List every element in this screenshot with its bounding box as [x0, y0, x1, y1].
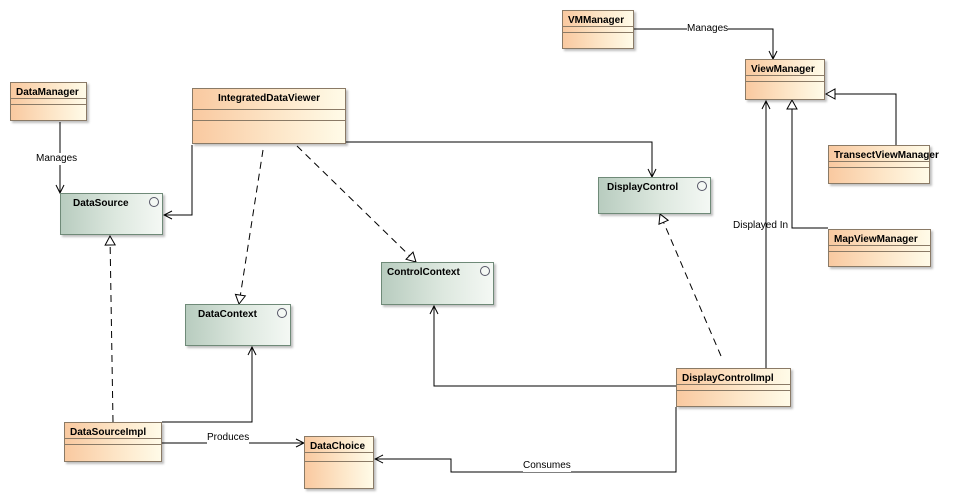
class-transectviewmanager[interactable]: TransectViewManager — [828, 145, 939, 184]
interface-icon — [480, 266, 490, 276]
class-name: IntegratedDataViewer — [217, 93, 321, 104]
interface-name: DataSource — [73, 198, 129, 209]
interface-name: DisplayControl — [607, 182, 679, 193]
class-name: MapViewManager — [834, 234, 918, 245]
attribute-compartment — [746, 75, 824, 81]
operation-compartment — [829, 167, 929, 173]
class-name: ViewManager — [751, 64, 815, 75]
interface-datacontext[interactable]: DataContext — [185, 304, 291, 346]
operation-compartment — [305, 461, 373, 467]
class-displaycontrolimpl[interactable]: DisplayControlImpl — [676, 368, 791, 407]
attribute-compartment — [829, 161, 929, 167]
class-vmmanager[interactable]: VMManager — [562, 10, 634, 49]
class-integrateddataviewer[interactable]: IntegratedDataViewer — [192, 88, 346, 144]
class-datachoice[interactable]: DataChoice — [304, 436, 374, 489]
attribute-compartment — [305, 452, 373, 461]
operation-compartment — [746, 81, 824, 87]
edge-dsimpl-datacontext — [162, 347, 252, 423]
edge-displayimpl-displaycontrol — [658, 213, 722, 357]
interface-icon — [277, 308, 287, 318]
operation-compartment — [677, 390, 790, 396]
class-mapviewmanager[interactable]: MapViewManager — [828, 229, 931, 267]
edge-displayimpl-datachoice — [375, 407, 677, 473]
class-datasourceimpl[interactable]: DataSourceImpl — [64, 422, 162, 462]
label-dm-manages: Manages — [36, 153, 78, 165]
class-name: DisplayControlImpl — [682, 373, 774, 384]
attribute-compartment — [11, 98, 86, 104]
edge-dsimpl-datasource — [104, 234, 117, 423]
class-name: DataManager — [16, 87, 79, 98]
label-consumes: Consumes — [523, 460, 571, 472]
operation-compartment — [829, 251, 930, 257]
edge-idv-controlcontext — [296, 145, 417, 263]
label-displayed-in: Displayed In — [733, 220, 789, 231]
interface-name: ControlContext — [387, 267, 460, 278]
edge-displayimpl-controlcontext — [434, 306, 676, 387]
attribute-compartment — [563, 26, 633, 32]
edge-idv-datasource — [164, 145, 193, 215]
label-vm-manages: Manages — [687, 23, 729, 35]
class-viewmanager[interactable]: ViewManager — [745, 59, 825, 100]
interface-displaycontrol[interactable]: DisplayControl — [598, 177, 711, 214]
class-name: TransectViewManager — [834, 150, 939, 161]
operation-compartment — [65, 444, 161, 450]
interface-icon — [149, 197, 159, 207]
edge-transect-viewmanager — [824, 88, 897, 145]
edge-mapview-viewmanager — [786, 98, 828, 229]
interface-name: DataContext — [198, 309, 257, 320]
class-datamanager[interactable]: DataManager — [10, 82, 87, 121]
class-name: VMManager — [568, 15, 625, 26]
edge-idv-datacontext — [234, 149, 264, 306]
class-name: DataSourceImpl — [70, 427, 147, 438]
label-produces: Produces — [207, 432, 250, 444]
attribute-compartment — [193, 109, 345, 120]
edge-idv-displaycontrol — [346, 141, 652, 177]
class-name: DataChoice — [310, 441, 366, 452]
edge-vmmanager-viewmanager — [634, 28, 773, 59]
attribute-compartment — [65, 438, 161, 444]
attribute-compartment — [829, 245, 930, 251]
operation-compartment — [11, 104, 86, 110]
operation-compartment — [563, 32, 633, 38]
attribute-compartment — [677, 384, 790, 390]
interface-datasource[interactable]: DataSource — [60, 193, 163, 235]
interface-controlcontext[interactable]: ControlContext — [381, 262, 494, 305]
operation-compartment — [193, 120, 345, 126]
interface-icon — [697, 181, 707, 191]
